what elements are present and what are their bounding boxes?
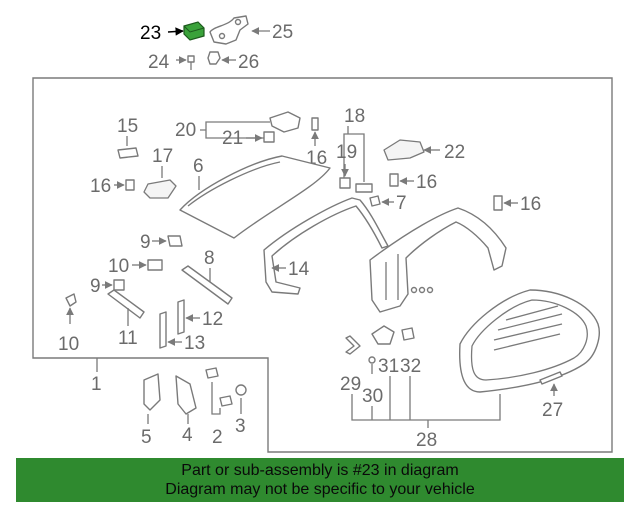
part-16-a bbox=[311, 117, 319, 131]
part-31-bracket bbox=[371, 325, 395, 345]
part-17-bracket bbox=[143, 179, 177, 199]
part-9-b bbox=[113, 279, 125, 291]
part-25-bracket bbox=[209, 15, 249, 45]
callout-8: 8 bbox=[204, 248, 215, 269]
callout-9b: 9 bbox=[90, 276, 101, 297]
callout-22: 22 bbox=[444, 142, 465, 163]
part-32-grommet bbox=[401, 327, 415, 341]
leader-18 bbox=[343, 126, 365, 182]
part-15 bbox=[117, 147, 139, 159]
part-18 bbox=[355, 183, 373, 193]
banner-line-1: Part or sub-assembly is #23 in diagram bbox=[181, 462, 459, 479]
part-14-front-frame bbox=[263, 197, 389, 295]
part-19 bbox=[339, 177, 351, 189]
callout-6: 6 bbox=[193, 156, 204, 177]
callout-18: 18 bbox=[344, 106, 365, 127]
part-20 bbox=[269, 111, 301, 133]
callout-25: 25 bbox=[272, 22, 293, 43]
part-27-strip bbox=[539, 371, 563, 385]
rear-top-frame bbox=[369, 207, 507, 313]
leader-23 bbox=[167, 27, 184, 36]
callout-26: 26 bbox=[238, 52, 259, 73]
part-3-nut bbox=[235, 384, 247, 396]
part-21 bbox=[263, 131, 275, 143]
banner-line-2: Diagram may not be specific to your vehi… bbox=[165, 481, 475, 498]
leader-2 bbox=[211, 382, 221, 415]
part-4-bracket bbox=[175, 375, 197, 415]
part-12-strip bbox=[177, 299, 185, 335]
callout-1: 1 bbox=[91, 374, 102, 395]
part-7 bbox=[369, 195, 381, 207]
part-23-clip bbox=[183, 21, 205, 41]
callout-19: 19 bbox=[336, 142, 357, 163]
part-29-clip bbox=[345, 335, 361, 355]
callout-16c: 16 bbox=[416, 172, 437, 193]
callout-2: 2 bbox=[212, 427, 223, 448]
callout-28: 28 bbox=[416, 430, 437, 451]
callout-24: 24 bbox=[148, 52, 170, 73]
callout-5: 5 bbox=[141, 427, 152, 448]
part-16-c bbox=[389, 173, 399, 187]
part-rear-window bbox=[458, 289, 600, 393]
callout-30: 30 bbox=[362, 386, 383, 407]
callout-17: 17 bbox=[152, 146, 173, 167]
callout-14: 14 bbox=[288, 259, 310, 280]
callout-20: 20 bbox=[175, 120, 196, 141]
callout-9a: 9 bbox=[140, 232, 151, 253]
part-13-strip bbox=[159, 311, 167, 349]
part-11-trim bbox=[107, 289, 145, 319]
callout-11: 11 bbox=[118, 328, 138, 349]
part-6-roof-panel bbox=[179, 155, 331, 239]
callout-10b: 10 bbox=[58, 334, 79, 355]
callout-27: 27 bbox=[542, 400, 563, 421]
callout-32: 32 bbox=[400, 356, 421, 377]
callout-31: 31 bbox=[378, 356, 399, 377]
callout-21: 21 bbox=[222, 128, 243, 149]
part-26-nut bbox=[207, 51, 221, 65]
part-24-bolt bbox=[187, 55, 195, 70]
callout-7: 7 bbox=[396, 193, 407, 214]
callout-12: 12 bbox=[202, 309, 223, 330]
callout-23: 23 bbox=[140, 23, 161, 44]
callout-3: 3 bbox=[235, 416, 246, 437]
callout-4: 4 bbox=[182, 425, 193, 446]
part-5-bracket bbox=[143, 373, 161, 411]
part-16-d bbox=[493, 195, 503, 211]
part-8-seal bbox=[181, 265, 233, 305]
info-banner: Part or sub-assembly is #23 in diagram D… bbox=[16, 458, 624, 502]
part-16-b bbox=[125, 179, 135, 191]
leader-28 bbox=[351, 376, 501, 428]
part-22-latch bbox=[383, 139, 425, 161]
callout-29: 29 bbox=[340, 374, 361, 395]
part-10-a bbox=[147, 259, 163, 271]
callout-15: 15 bbox=[117, 116, 138, 137]
part-2-fasteners bbox=[205, 367, 233, 407]
callout-10a: 10 bbox=[108, 256, 129, 277]
callout-13: 13 bbox=[184, 333, 205, 354]
part-9-a bbox=[167, 235, 183, 247]
callout-16b: 16 bbox=[90, 176, 111, 197]
leader-20 bbox=[200, 121, 270, 139]
part-30-screw bbox=[368, 356, 376, 364]
diagram-frame bbox=[32, 77, 613, 453]
part-10-b bbox=[65, 293, 77, 307]
callout-16d: 16 bbox=[520, 194, 541, 215]
